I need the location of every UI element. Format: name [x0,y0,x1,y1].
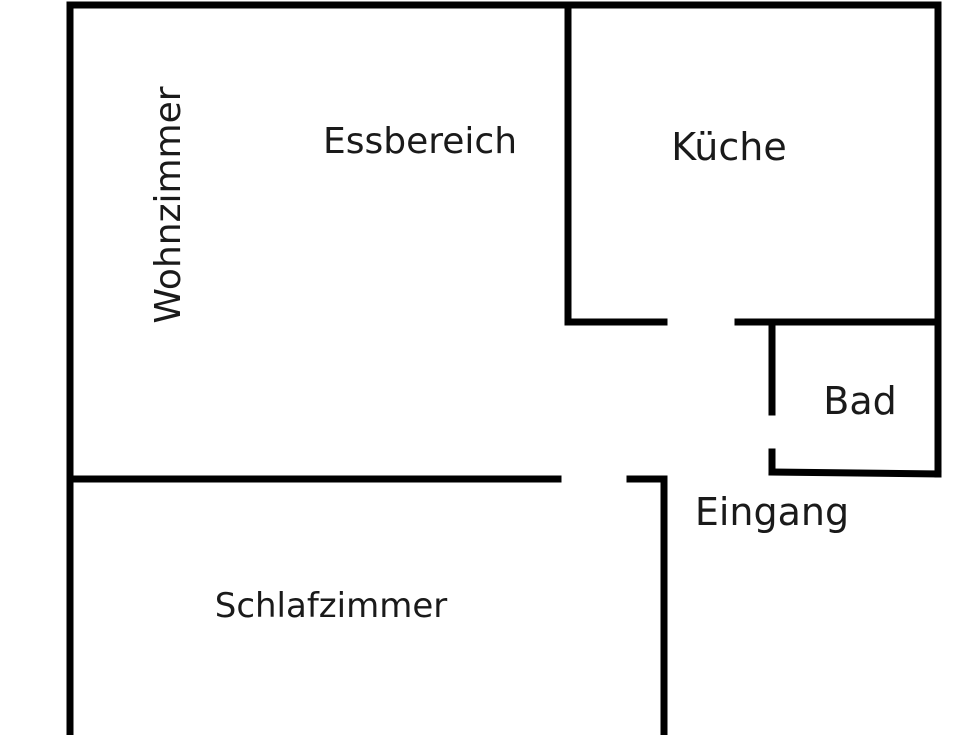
room-label-essbereich: Essbereich [323,121,517,162]
room-label-wohnzimmer: Wohnzimmer [148,86,189,323]
wall-bath-bottom [768,468,942,478]
room-label-eingang: Eingang [695,490,849,534]
room-label-bad: Bad [823,379,896,423]
room-label-schlafzimmer: Schlafzimmer [215,586,448,626]
room-label-kueche: Küche [671,125,786,169]
